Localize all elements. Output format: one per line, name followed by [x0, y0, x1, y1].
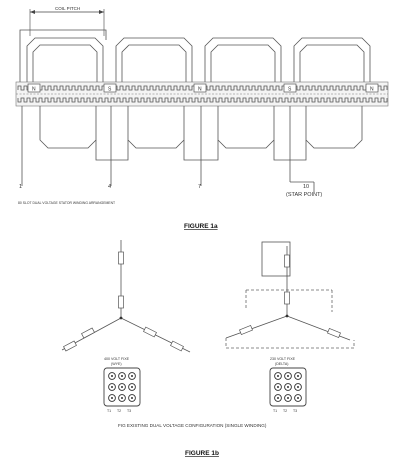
- delta-connection-diagram: 230 VOLT FIXE (DELTA) T1 T2 T3: [225, 241, 355, 413]
- pole-tag-box-5: [365, 83, 379, 93]
- wye-connection-diagram: 400 VOLT FIXE (WYE) T1 T2 T3: [61, 240, 191, 413]
- pole-tag-5: N: [370, 87, 374, 93]
- winding-a1: [118, 251, 124, 265]
- terminal-4-label: 4: [108, 184, 111, 190]
- wye-star-point: [119, 316, 123, 320]
- delta-jumper-bottom: [225, 338, 355, 349]
- coil-return-3: [217, 106, 275, 149]
- delta-terminal-block: [269, 367, 307, 407]
- terminal-10-label: 10: [303, 184, 309, 190]
- coil-outer-4: [293, 37, 371, 90]
- winding-c2: [170, 340, 184, 352]
- terminal-7-label: 7: [198, 184, 201, 190]
- delta-terminal-t2: T2: [283, 409, 287, 413]
- coil-inner-2: [121, 44, 187, 90]
- coil-inner-4: [299, 44, 365, 90]
- winding-a2: [118, 295, 124, 309]
- coil-return-2: [127, 106, 185, 149]
- coil-pitch-label: COIL PITCH: [55, 6, 80, 11]
- coil-inner-3: [210, 44, 276, 90]
- delta-jumper-top: [245, 289, 333, 312]
- pole-tag-2: S: [108, 87, 112, 93]
- stator-teeth-lower: [17, 97, 388, 103]
- pole-tag-3: N: [198, 87, 202, 93]
- winding-d1: [284, 254, 290, 268]
- star-point-label: (STAR POINT): [286, 192, 322, 198]
- wye-title: 400 VOLT FIXE: [104, 357, 130, 361]
- pitch-arrow-right-icon: [99, 10, 104, 14]
- delta-subtitle: (DELTA): [275, 362, 288, 366]
- delta-title: 230 VOLT FIXE: [270, 357, 296, 361]
- coil-outer-1: [26, 37, 104, 90]
- stator-coils: [19, 29, 371, 90]
- pole-tag-box-3: [193, 83, 207, 93]
- winding-f1: [327, 327, 341, 339]
- coil-return-4: [305, 106, 363, 149]
- pole-tag-box-1: [27, 83, 41, 93]
- figure-1a-winding-diagram: COIL PITCH N S N S N 1 4 7 10 (STAR POINT) 8…: [15, 6, 389, 230]
- terminal-1-label: 1: [19, 184, 22, 190]
- pole-tag-box-4: [283, 83, 297, 93]
- delta-terminal-t1: T1: [273, 409, 277, 413]
- winding-d2: [284, 291, 290, 305]
- pole-tag-4: S: [288, 87, 292, 93]
- coil-link-1: [95, 140, 129, 161]
- wye-terminal-block: [103, 367, 141, 407]
- delta-junction: [285, 314, 289, 318]
- winding-c1: [143, 326, 157, 338]
- figure-1a-caption: FIGURE 1a: [184, 223, 218, 230]
- wye-terminal-t2: T2: [117, 409, 121, 413]
- wye-subtitle: (WYE): [111, 362, 122, 366]
- figure-1b-configurations: 400 VOLT FIXE (WYE) T1 T2 T3 230 VOLT FI…: [61, 240, 355, 457]
- pole-tag-1: N: [32, 87, 36, 93]
- delta-terminal-t3: T3: [293, 409, 297, 413]
- coil-outer-3: [204, 37, 282, 90]
- figure-1a-note: 80 SLOT DUAL VOLTAGE STATOR WINDING ARRA…: [18, 201, 115, 205]
- winding-b1: [81, 327, 95, 339]
- wye-terminal-t1: T1: [107, 409, 111, 413]
- coil-return-1: [39, 106, 97, 149]
- pitch-arrow-left-icon: [30, 10, 35, 14]
- wye-terminal-t3: T3: [127, 409, 131, 413]
- winding-b2: [63, 340, 77, 352]
- delta-top-loop: [261, 241, 291, 277]
- pole-tag-box-2: [103, 83, 117, 93]
- figure-1b-subcaption: FIG EXISTING DUAL VOLTAGE CONFIGURATION …: [118, 423, 267, 428]
- figure-1b-caption: FIGURE 1b: [185, 450, 219, 457]
- coil-outer-2: [115, 37, 193, 90]
- winding-e1: [239, 324, 253, 336]
- coil-inner-1: [32, 44, 98, 90]
